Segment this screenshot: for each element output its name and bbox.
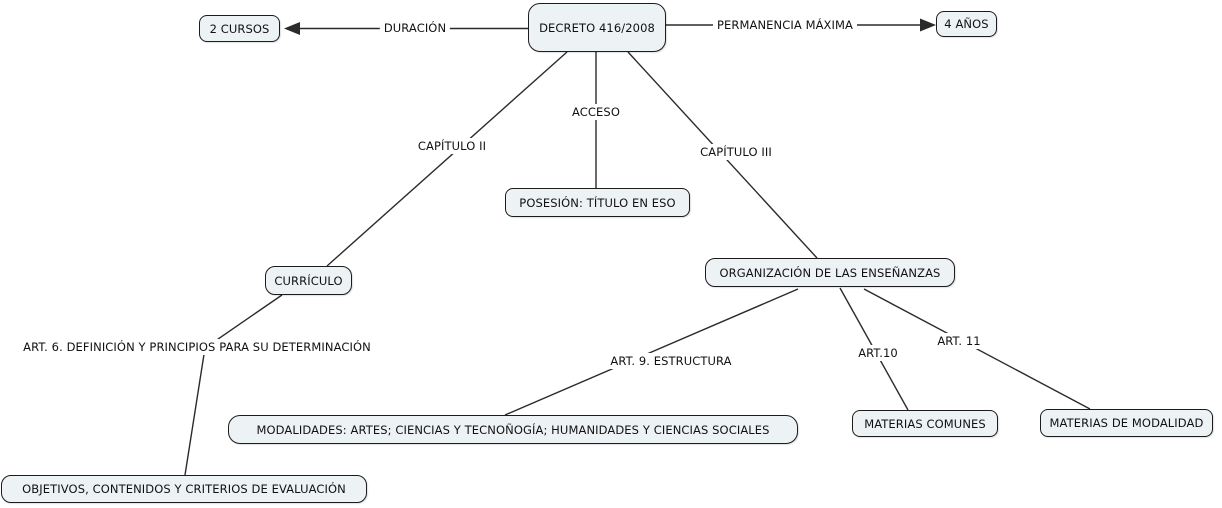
edge-label-acceso[interactable]: ACCESO xyxy=(568,104,624,120)
node-curriculo[interactable]: CURRÍCULO xyxy=(265,266,352,295)
node-anos[interactable]: 4 AÑOS xyxy=(936,11,997,37)
node-decreto[interactable]: DECRETO 416/2008 xyxy=(528,3,666,52)
node-organizacion[interactable]: ORGANIZACIÓN DE LAS ENSEÑANZAS xyxy=(705,258,955,287)
edge-label-permanencia[interactable]: PERMANENCIA MÁXIMA xyxy=(712,17,858,33)
edge-label-art10[interactable]: ART.10 xyxy=(854,345,902,361)
edge-label-art9[interactable]: ART. 9. ESTRUCTURA xyxy=(606,353,736,369)
node-modalidades[interactable]: MODALIDADES: ARTES; CIENCIAS Y TECNOÑOGÍ… xyxy=(228,415,798,444)
edge-label-art6[interactable]: ART. 6. DEFINICIÓN Y PRINCIPIOS PARA SU … xyxy=(19,339,375,355)
node-posesion[interactable]: POSESIÓN: TÍTULO EN ESO xyxy=(505,188,690,217)
node-objetivos[interactable]: OBJETIVOS, CONTENIDOS Y CRITERIOS DE EVA… xyxy=(1,475,367,503)
node-cursos[interactable]: 2 CURSOS xyxy=(199,15,280,42)
node-materias-comunes[interactable]: MATERIAS COMUNES xyxy=(852,410,998,437)
node-materias-modalidad[interactable]: MATERIAS DE MODALIDAD xyxy=(1040,409,1213,437)
edge-line-art9 xyxy=(504,288,799,416)
edge-label-duracion[interactable]: DURACIÓN xyxy=(379,20,451,36)
edge-label-capitulo2[interactable]: CAPÍTULO II xyxy=(413,138,491,154)
edge-line-art11 xyxy=(863,288,1091,410)
edge-label-capitulo3[interactable]: CAPÍTULO III xyxy=(696,144,776,160)
arrowhead-left-icon xyxy=(284,22,300,35)
edge-line-art6 xyxy=(184,294,283,476)
edge-label-art11[interactable]: ART. 11 xyxy=(933,333,985,349)
edge-line-capitulo2 xyxy=(326,51,568,267)
arrowhead-right-icon xyxy=(920,18,936,32)
